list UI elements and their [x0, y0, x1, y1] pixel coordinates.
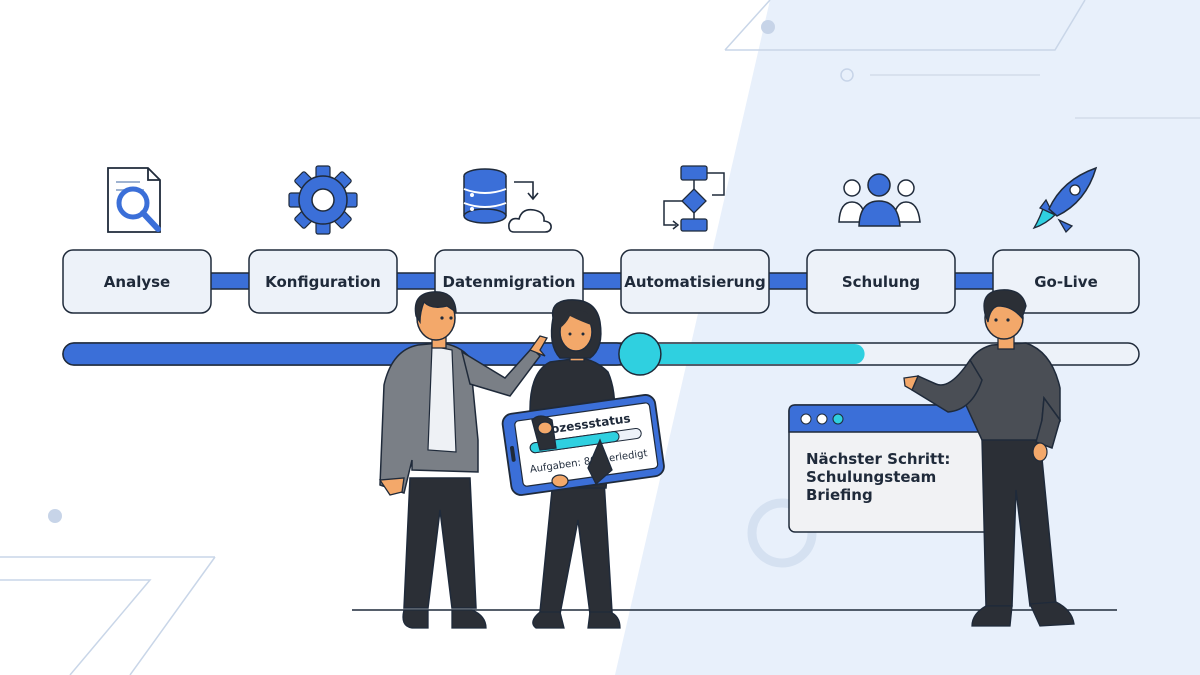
gear-icon — [288, 165, 358, 235]
person-man-presenting — [903, 289, 1075, 627]
step-label: Konfiguration — [265, 273, 381, 291]
step-label: Analyse — [104, 273, 170, 291]
next-step-line-2: Schulungsteam — [806, 468, 936, 486]
database-cloud-icon — [463, 168, 552, 233]
progress-knob — [618, 332, 662, 376]
step-datenmigration: Datenmigration — [434, 249, 584, 314]
step-automatisierung: Automatisierung — [620, 249, 770, 314]
tablet-hands — [531, 415, 613, 488]
document-search-icon — [107, 167, 161, 233]
users-icon — [838, 173, 921, 227]
flowchart-icon — [663, 165, 725, 232]
next-step-line-3: Briefing — [806, 486, 873, 504]
rocket-icon — [1032, 166, 1098, 234]
person-man-pointing — [378, 291, 548, 629]
step-schulung: Schulung — [806, 249, 956, 314]
step-label: Go-Live — [1034, 273, 1098, 291]
next-step-line-1: Nächster Schritt: — [806, 450, 950, 468]
step-go-live: Go-Live — [992, 249, 1140, 314]
step-analyse: Analyse — [62, 249, 212, 314]
next-step-card: Nächster Schritt: Schulungsteam Briefing — [788, 404, 996, 533]
step-label: Automatisierung — [624, 273, 766, 291]
step-konfiguration: Konfiguration — [248, 249, 398, 314]
step-label: Schulung — [842, 273, 920, 291]
step-label: Datenmigration — [443, 273, 576, 291]
